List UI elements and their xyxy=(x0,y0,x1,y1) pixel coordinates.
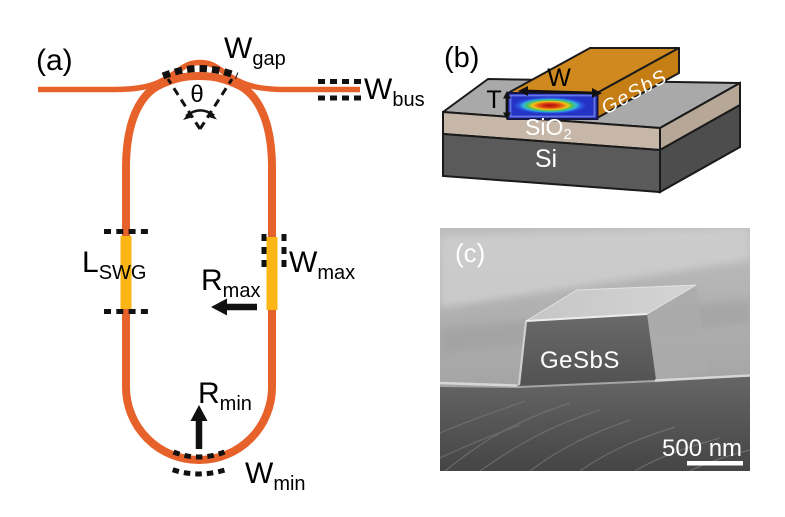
substrate-side-face xyxy=(659,103,741,194)
scale-bar xyxy=(687,461,743,466)
sem-ridge-left-edge xyxy=(517,320,528,386)
sem-cleaved-facet xyxy=(440,376,750,471)
panel-a-label: (a) xyxy=(36,44,73,77)
panel-c-sem-image: (c) GeSbS 500 nm xyxy=(440,228,750,471)
rmax-arrow xyxy=(211,298,257,316)
ring-waveguide xyxy=(122,71,276,464)
wmax-label: Wmax xyxy=(289,246,355,284)
gap-measure-marks xyxy=(161,65,239,80)
wmin-label: Wmin xyxy=(245,457,306,495)
width-label: W xyxy=(547,64,571,92)
wmax-measure-marks xyxy=(261,234,287,267)
wbus-label: Wbus xyxy=(364,73,425,111)
wmin-measure-marks xyxy=(171,449,227,477)
sem-surface-edge xyxy=(440,374,750,387)
panel-b-waveguide-schematic: (b) W T GeSbS SiO2 Si xyxy=(442,42,741,194)
panel-b-label: (b) xyxy=(444,42,479,74)
panel-c-label: (c) xyxy=(455,238,485,268)
rmin-label: Rmin xyxy=(198,377,252,415)
width-arrow xyxy=(518,86,602,98)
panel-a-resonator-schematic: (a) Wgap Wbus θ LSWG Wmax Rmax Rmin Wmin xyxy=(36,32,425,495)
bus-waveguide xyxy=(38,59,360,93)
cladding-label: SiO2 xyxy=(525,114,572,143)
sem-striations xyxy=(440,400,750,471)
sem-highlight-band xyxy=(440,228,750,308)
rmax-label: Rmax xyxy=(201,264,260,302)
thickness-arrow xyxy=(503,91,511,120)
sem-ridge-face xyxy=(519,314,656,386)
lswg-label: LSWG xyxy=(82,246,146,284)
thickness-label: T xyxy=(486,86,501,114)
sem-right-sidewall xyxy=(647,285,708,380)
mode-profile xyxy=(506,92,599,120)
wgap-label: Wgap xyxy=(224,32,286,70)
theta-label: θ xyxy=(190,81,203,108)
theta-angle-marker xyxy=(166,78,234,130)
rmin-arrow xyxy=(190,405,208,449)
sem-material-label: GeSbS xyxy=(540,347,620,374)
scale-bar-label: 500 nm xyxy=(662,435,742,462)
sem-ridge-top-edge xyxy=(525,313,648,322)
substrate-label: Si xyxy=(535,145,557,173)
